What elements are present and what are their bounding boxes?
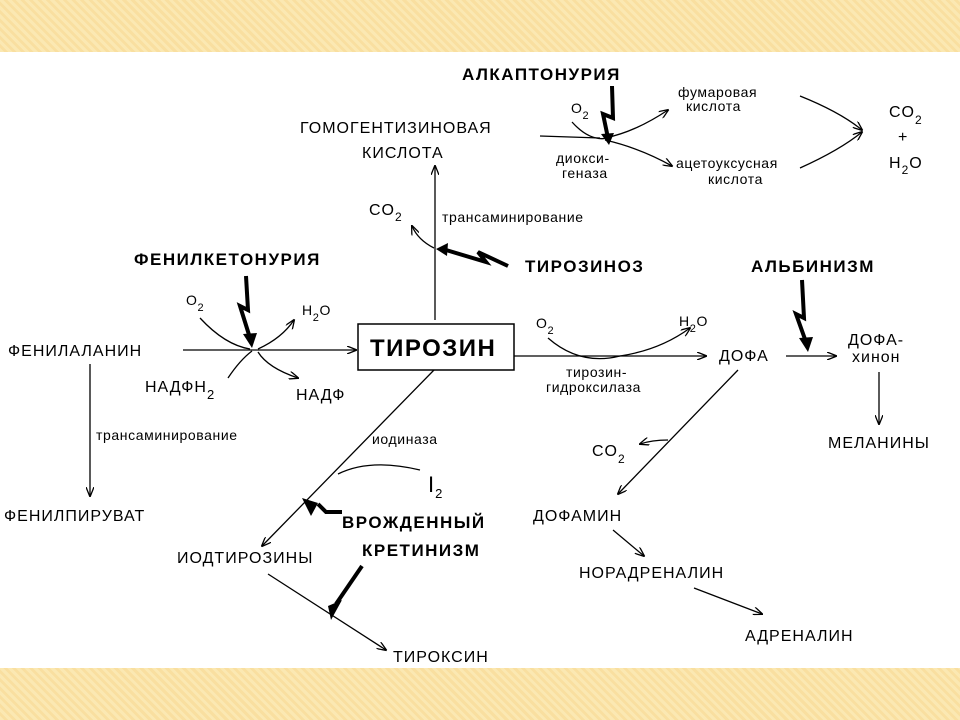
node-adrenaline: АДРЕНАЛИН bbox=[745, 628, 854, 645]
block-tyrosinosis bbox=[445, 248, 509, 268]
edge-to-fumaric bbox=[604, 110, 668, 139]
edge-dopamine-to-noradrenaline bbox=[612, 529, 644, 556]
iodine-label: I2 bbox=[428, 472, 443, 501]
top-decor-stripe bbox=[0, 0, 960, 52]
node-dopa: ДОФА bbox=[719, 348, 769, 365]
node-iodotyrosines: ИОДТИРОЗИНЫ bbox=[177, 550, 313, 567]
block-albinism bbox=[792, 279, 808, 343]
disease-cretinism-2: КРЕТИНИЗМ bbox=[362, 541, 480, 560]
block-cretinism bbox=[316, 502, 342, 514]
disease-alkaptonuria: АЛКАПТОНУРИЯ bbox=[462, 65, 621, 84]
block-alkaptonuria bbox=[600, 85, 616, 139]
block-alkaptonuria-tip bbox=[601, 133, 614, 145]
tyrosine-box bbox=[357, 323, 515, 371]
node-nadp: НАДФ bbox=[296, 387, 345, 404]
co2-label-dopamine: CO2 bbox=[592, 443, 626, 466]
block-cretinism-2-tip bbox=[328, 600, 342, 620]
edge-o2-h2o-dopa bbox=[547, 328, 690, 360]
disease-phenylketonuria: ФЕНИЛКЕТОНУРИЯ bbox=[134, 250, 321, 269]
iodine-input-arc bbox=[337, 464, 421, 475]
enzyme-dioxygenase-2: геназа bbox=[562, 165, 608, 181]
h2o-label-dopa: H2O bbox=[679, 313, 708, 335]
edge-h2o-release-phe bbox=[257, 320, 294, 350]
node-acetoacetic-1: ацетоуксусная bbox=[676, 155, 778, 171]
product-h2o-top: H2O bbox=[889, 155, 923, 177]
disease-cretinism-1: ВРОЖДЕННЫЙ bbox=[342, 513, 486, 532]
product-plus-top: + bbox=[898, 129, 908, 146]
node-acetoacetic-2: кислота bbox=[708, 171, 763, 187]
block-cretinism-2 bbox=[334, 564, 364, 606]
node-dopaquinone-2: хинон bbox=[852, 349, 901, 366]
h2o-label-phe: H2O bbox=[302, 302, 331, 324]
enzyme-tyrosine-hydroxylase-2: гидроксилаза bbox=[546, 379, 641, 395]
edge-dopa-to-dopamine bbox=[618, 369, 739, 494]
edge-tyrosine-to-iodotyrosines bbox=[262, 369, 435, 546]
edge-iodotyrosines-to-thyroxine bbox=[267, 573, 386, 650]
co2-transamination-top: CO2 bbox=[369, 202, 403, 224]
enzyme-dioxygenase-1: диокси- bbox=[556, 150, 610, 166]
node-noradrenaline: НОРАДРЕНАЛИН bbox=[579, 565, 724, 582]
disease-tyrosinosis: ТИРОЗИНОЗ bbox=[525, 257, 644, 276]
edge-homogentisic-to-cleavage bbox=[539, 135, 601, 139]
edge-co2-release-top bbox=[412, 226, 435, 249]
disease-albinism: АЛЬБИНИЗМ bbox=[751, 257, 875, 276]
label-transamination-top: трансаминирование bbox=[442, 209, 584, 225]
node-dopaquinone-1: ДОФА- bbox=[848, 332, 904, 349]
block-cretinism-tip bbox=[302, 498, 318, 516]
node-phenylpyruvate: ФЕНИЛПИРУВАТ bbox=[4, 508, 145, 525]
edge-acetoacetic-to-co2 bbox=[799, 132, 862, 169]
o2-input-arc-phe bbox=[199, 317, 251, 350]
edge-co2-release-dopamine bbox=[640, 440, 669, 444]
edge-fumaric-to-co2 bbox=[799, 95, 862, 130]
o2-label-dopa: O2 bbox=[536, 315, 554, 337]
block-phenylketonuria-tip bbox=[243, 333, 257, 348]
o2-label-top: O2 bbox=[571, 100, 589, 122]
enzyme-tyrosine-hydroxylase-1: тирозин- bbox=[566, 364, 627, 380]
bottom-decor-stripe bbox=[0, 668, 960, 720]
node-tyrosine: ТИРОЗИН bbox=[370, 335, 496, 362]
edge-noradrenaline-to-adrenaline bbox=[693, 587, 762, 614]
node-thyroxine: ТИРОКСИН bbox=[393, 649, 489, 666]
node-fumaric-1: фумаровая bbox=[678, 84, 757, 100]
node-homogentisic-2: КИСЛОТА bbox=[362, 145, 444, 162]
node-dopamine: ДОФАМИН bbox=[533, 508, 622, 525]
o2-input-arc-top bbox=[571, 121, 609, 140]
nadph2-input-arc bbox=[227, 350, 253, 379]
node-homogentisic-1: ГОМОГЕНТИЗИНОВАЯ bbox=[300, 120, 492, 137]
block-tyrosinosis-tip bbox=[436, 243, 448, 256]
product-co2-top: CO2 bbox=[889, 104, 923, 127]
block-phenylketonuria bbox=[236, 275, 252, 339]
block-albinism-tip bbox=[799, 337, 813, 352]
node-melanins: МЕЛАНИНЫ bbox=[828, 435, 930, 452]
edge-to-acetoacetic bbox=[604, 139, 672, 166]
nadph2-label: НАДФН2 bbox=[145, 379, 215, 402]
o2-label-phe: O2 bbox=[186, 292, 204, 314]
enzyme-iodinase: иодиназа bbox=[372, 431, 438, 447]
node-fumaric-2: кислота bbox=[686, 98, 741, 114]
label-transamination-left: трансаминирование bbox=[96, 427, 238, 443]
edge-nadp-release bbox=[257, 351, 298, 378]
node-phenylalanine: ФЕНИЛАЛАНИН bbox=[8, 343, 142, 360]
